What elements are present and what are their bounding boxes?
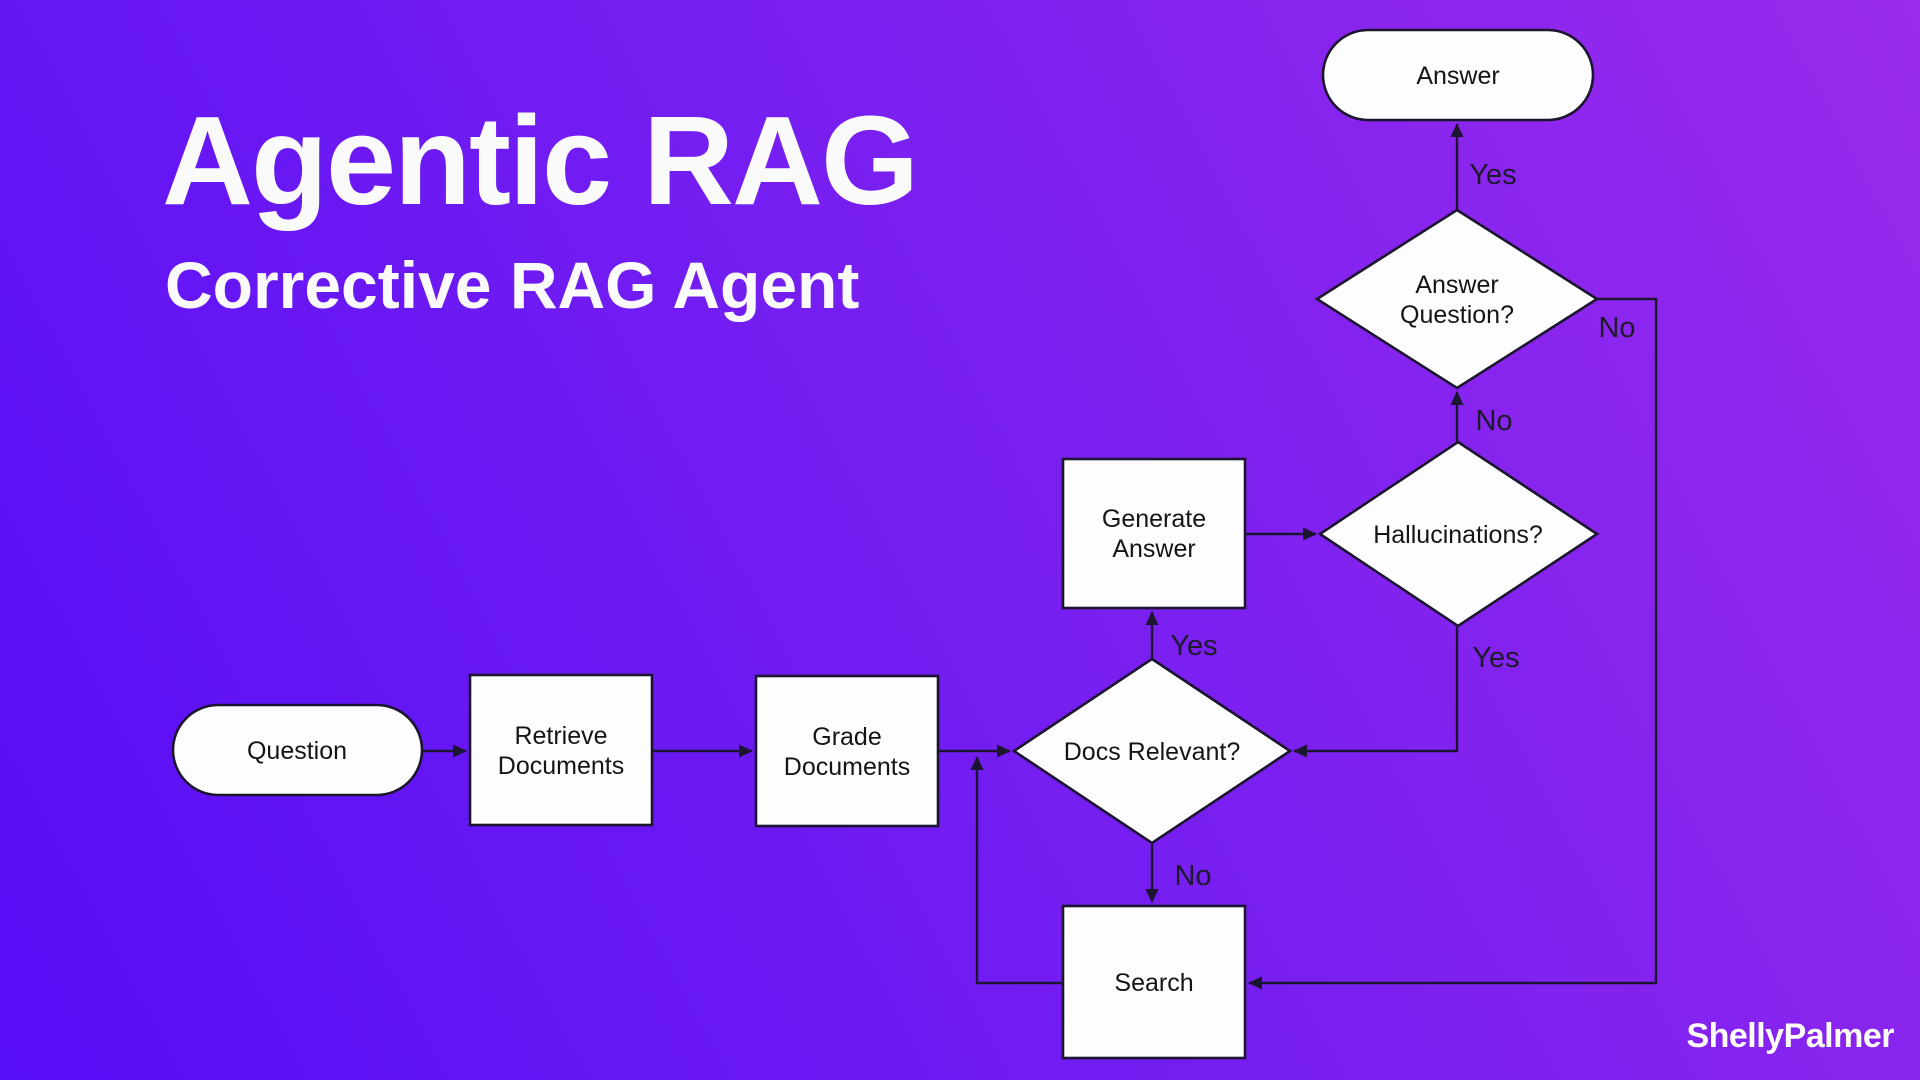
edge-label-answer-question-no: No [1598,312,1635,344]
edge-hallucinations-yes-to-docs-relevant [1293,627,1459,758]
generate-answer-label-line2: Answer [1112,535,1195,563]
answer-question-diamond-shape [1314,208,1600,390]
node-hallucinations: Hallucinations? [1317,440,1600,628]
search-label: Search [1114,969,1193,997]
generate-answer-rect-shape [1061,457,1247,610]
edge-search-to-grade-line [970,756,1063,985]
question-label: Question [247,737,347,765]
node-answer-question: Answer Question? [1314,208,1600,390]
node-question: Question [171,703,424,797]
hallucinations-diamond-shape [1317,440,1600,628]
answer-stadium-shape [1321,28,1595,122]
edge-answer-question-no-to-search [1248,297,1658,990]
grade-documents-label-line2: Documents [784,753,910,781]
retrieve-documents-label-line2: Documents [498,752,624,780]
docs-relevant-label: Docs Relevant? [1064,738,1240,766]
node-answer: Answer [1321,28,1595,122]
grade-documents-label-line1: Grade [812,723,881,751]
node-retrieve-documents: Retrieve Documents [468,673,654,827]
edge-label-hallucinations-no: No [1475,405,1512,437]
generate-answer-label-line1: Generate [1102,505,1206,533]
node-grade-documents: Grade Documents [754,674,940,828]
answer-question-label-line1: Answer [1415,271,1498,299]
edge-label-docs-relevant-no: No [1174,860,1211,892]
node-generate-answer: Generate Answer [1061,457,1247,610]
flowchart-edges [422,123,1658,990]
edge-label-docs-relevant-yes: Yes [1170,630,1217,662]
node-docs-relevant: Docs Relevant? [1011,657,1293,845]
page-title: Agentic RAG [162,90,919,231]
page-subtitle: Corrective RAG Agent [165,248,860,322]
retrieve-documents-label-line1: Retrieve [514,722,607,750]
docs-relevant-diamond-shape [1011,657,1293,845]
flowchart-edge-labels: Yes No No Yes Yes No [1170,159,1635,892]
answer-label: Answer [1416,62,1499,90]
question-stadium-shape [171,703,424,797]
edge-label-answer-question-yes: Yes [1469,159,1516,191]
grade-documents-rect-shape [754,674,940,828]
answer-question-label-line2: Question? [1400,301,1514,329]
search-rect-shape [1061,904,1247,1060]
node-search: Search [1061,904,1247,1060]
shellypalmer-watermark: ShellyPalmer [1686,1017,1894,1055]
edge-label-hallucinations-yes: Yes [1472,642,1519,674]
retrieve-documents-rect-shape [468,673,654,827]
hallucinations-label: Hallucinations? [1373,521,1543,549]
